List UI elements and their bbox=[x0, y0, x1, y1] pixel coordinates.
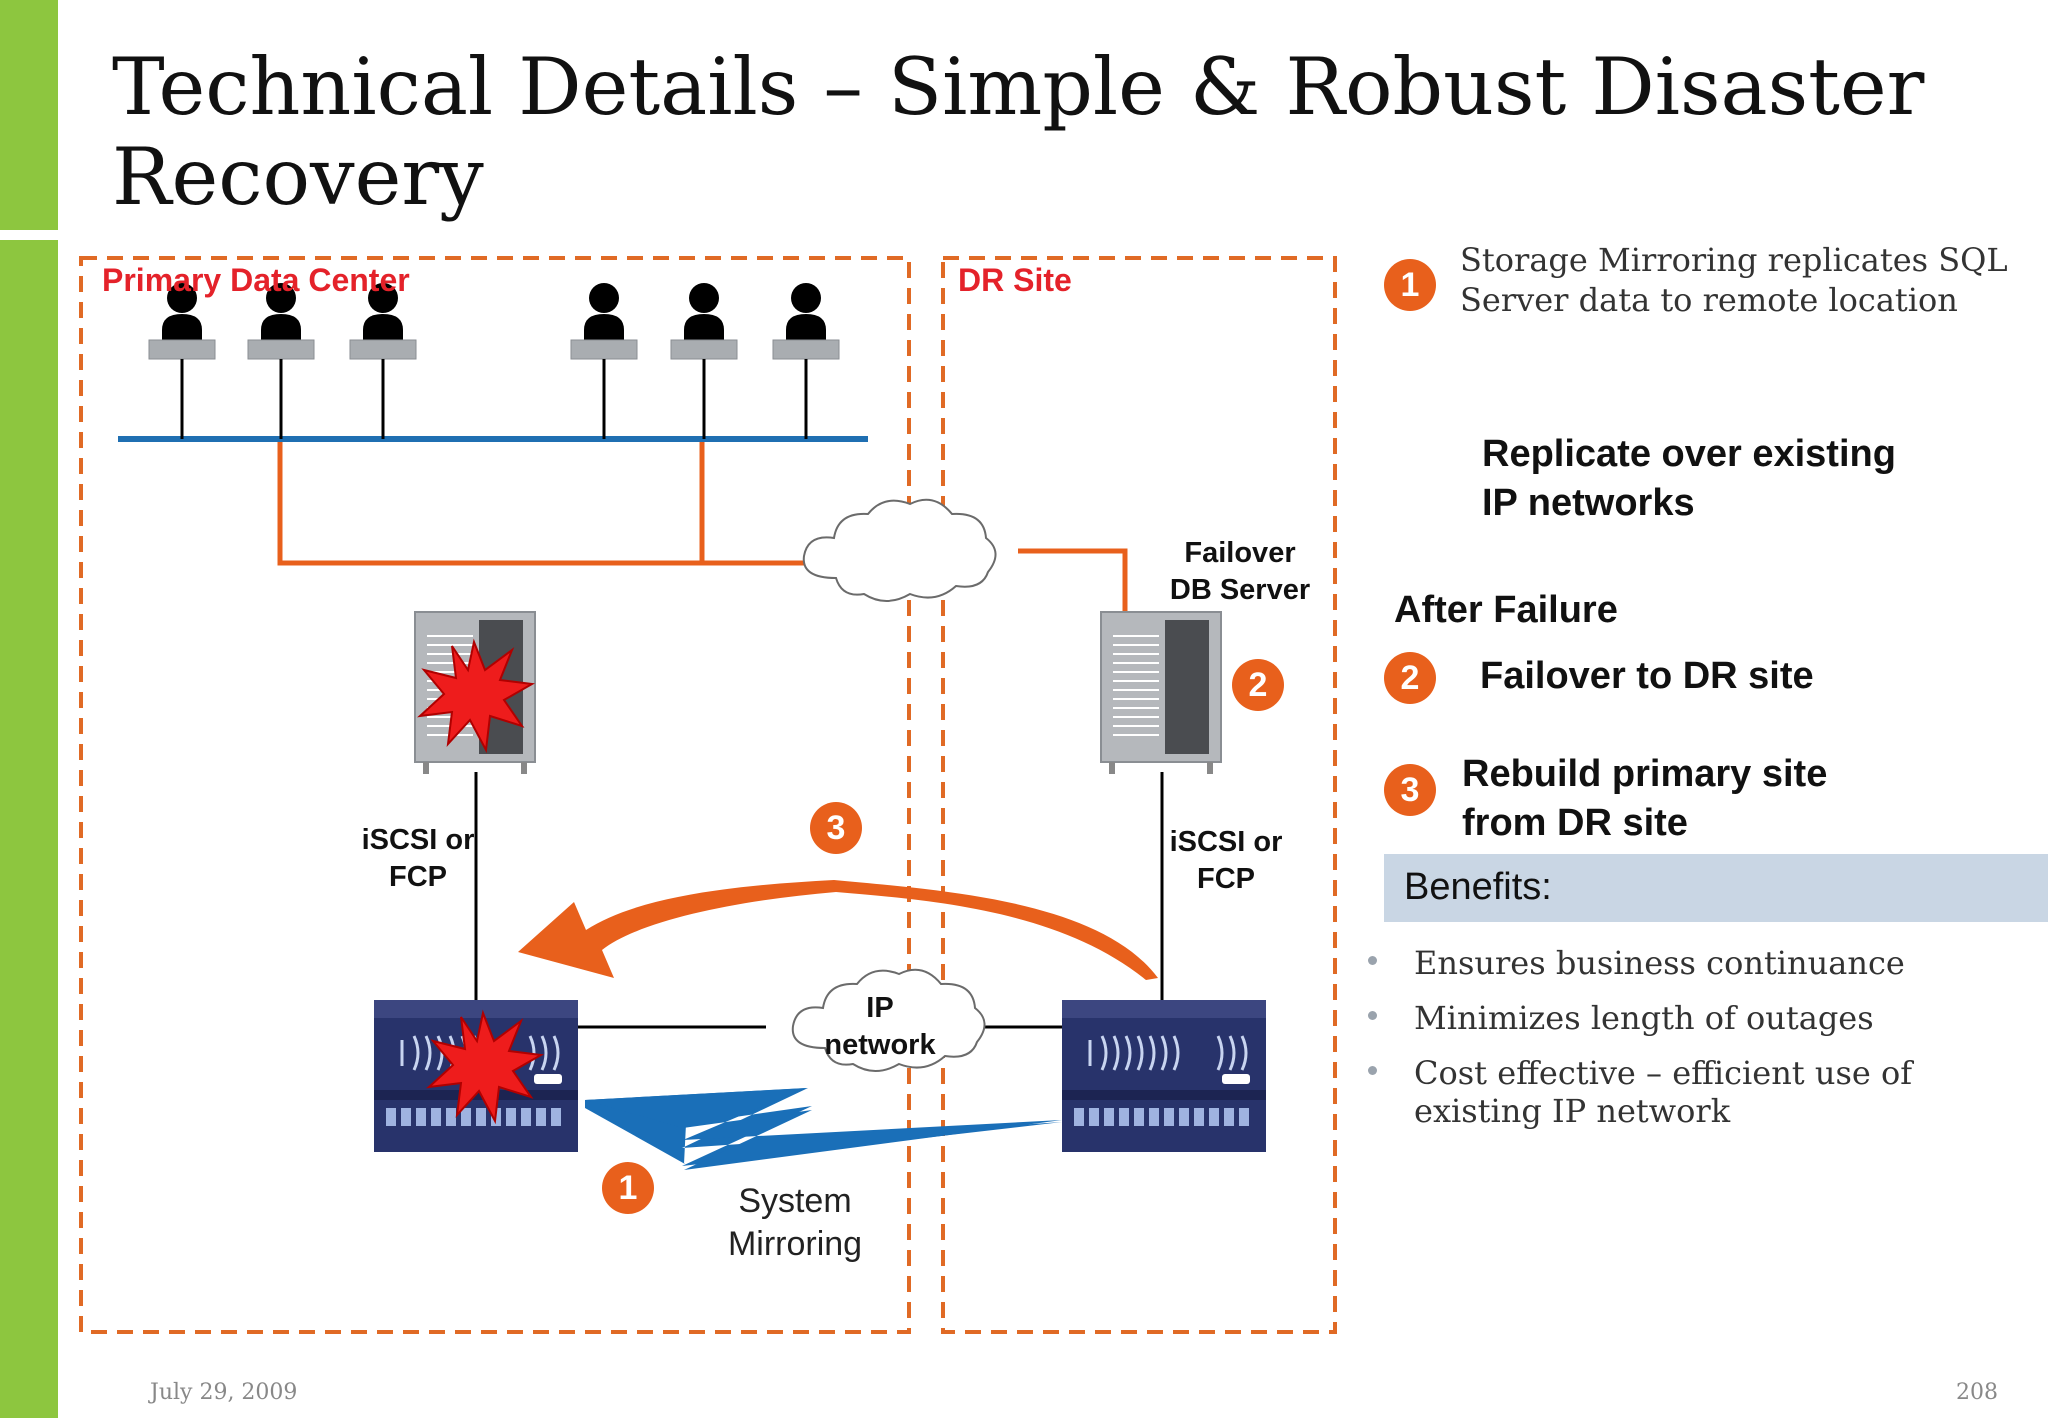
iscsi-right-label: iSCSI or FCP bbox=[1152, 824, 1300, 898]
primary-data-center-label: Primary Data Center bbox=[102, 262, 410, 298]
title-line-2: Recovery bbox=[112, 131, 484, 223]
primary-region-box bbox=[79, 256, 911, 1334]
benefit-text: Ensures business continuance bbox=[1414, 944, 1905, 982]
rebuild-arrow bbox=[518, 880, 1158, 980]
step-3-badge: 3 bbox=[1384, 764, 1436, 816]
dr-site-label: DR Site bbox=[958, 262, 1072, 298]
mirroring-line-1: System bbox=[738, 1182, 852, 1220]
iscsi-left-line-1: iSCSI or bbox=[361, 824, 475, 856]
step-1-text: Storage Mirroring replicates SQL Server … bbox=[1460, 240, 2020, 320]
footer-page-number: 208 bbox=[1956, 1380, 1998, 1405]
dr-region-box bbox=[941, 256, 1337, 1334]
failover-db-server bbox=[1100, 611, 1222, 775]
iscsi-left-label: iSCSI or FCP bbox=[344, 822, 492, 896]
failover-line-1: Failover bbox=[1184, 537, 1296, 569]
diagram-badge-2: 2 bbox=[1232, 659, 1284, 711]
wan-cloud bbox=[802, 498, 997, 602]
bullet-icon bbox=[1368, 1011, 1377, 1020]
ip-network-line-2: network bbox=[824, 1029, 936, 1061]
mirroring-line-2: Mirroring bbox=[727, 1225, 863, 1263]
step-3-line-2: from DR site bbox=[1462, 802, 1688, 844]
user-4 bbox=[569, 281, 639, 441]
step-1-line-1: Storage Mirroring replicates SQL bbox=[1460, 241, 2008, 279]
failover-line-2: DB Server bbox=[1169, 574, 1311, 606]
after-failure-heading: After Failure bbox=[1394, 589, 1618, 631]
footer-date: July 29, 2009 bbox=[150, 1380, 298, 1405]
benefits-heading: Benefits: bbox=[1404, 866, 1552, 908]
iscsi-left-line-2: FCP bbox=[389, 861, 447, 893]
replicate-line-1: Replicate over existing bbox=[1482, 433, 1896, 475]
user-1 bbox=[147, 281, 217, 441]
accent-bar-top bbox=[0, 0, 58, 230]
step-1-line-2: Server data to remote location bbox=[1460, 281, 1958, 319]
step-3-line-1: Rebuild primary site bbox=[1462, 753, 1828, 795]
user-2 bbox=[246, 281, 316, 441]
step-1-badge: 1 bbox=[1384, 259, 1436, 311]
iscsi-right-line-1: iSCSI or bbox=[1169, 826, 1283, 858]
diagram-badge-1: 1 bbox=[602, 1162, 654, 1214]
bullet-icon bbox=[1368, 956, 1377, 965]
orange-lan-links bbox=[277, 440, 1128, 612]
title-line-1: Technical Details – Simple & Robust Disa… bbox=[112, 41, 1925, 133]
step-3-text: Rebuild primary site from DR site bbox=[1462, 750, 2022, 848]
user-5 bbox=[669, 281, 739, 441]
replicate-line-2: IP networks bbox=[1482, 482, 1695, 524]
replicate-text: Replicate over existing IP networks bbox=[1482, 430, 2022, 528]
user-3 bbox=[348, 281, 418, 441]
benefits-header-bar: Benefits: bbox=[1384, 854, 2048, 922]
diagram-badge-3: 3 bbox=[810, 802, 862, 854]
ip-network-label: IP network bbox=[800, 990, 960, 1064]
benefit-text-line-1: Cost effective – efficient use of bbox=[1414, 1054, 1913, 1092]
system-mirroring-label: System Mirroring bbox=[700, 1180, 890, 1266]
ip-network-line-1: IP bbox=[866, 992, 894, 1024]
slide-title: Technical Details – Simple & Robust Disa… bbox=[112, 42, 1972, 222]
iscsi-right-line-2: FCP bbox=[1197, 863, 1255, 895]
step-2-badge: 2 bbox=[1384, 652, 1436, 704]
user-6 bbox=[771, 281, 841, 441]
accent-bar-bottom bbox=[0, 240, 58, 1418]
bullet-icon bbox=[1368, 1066, 1377, 1075]
step-2-text: Failover to DR site bbox=[1480, 655, 1814, 697]
failover-db-server-label: Failover DB Server bbox=[1160, 535, 1320, 609]
dr-storage-array bbox=[1060, 998, 1268, 1154]
benefit-text: Minimizes length of outages bbox=[1414, 999, 1874, 1037]
benefit-text-line-2: existing IP network bbox=[1414, 1092, 1731, 1130]
benefit-text: Cost effective – efficient use of existi… bbox=[1414, 1054, 2034, 1130]
